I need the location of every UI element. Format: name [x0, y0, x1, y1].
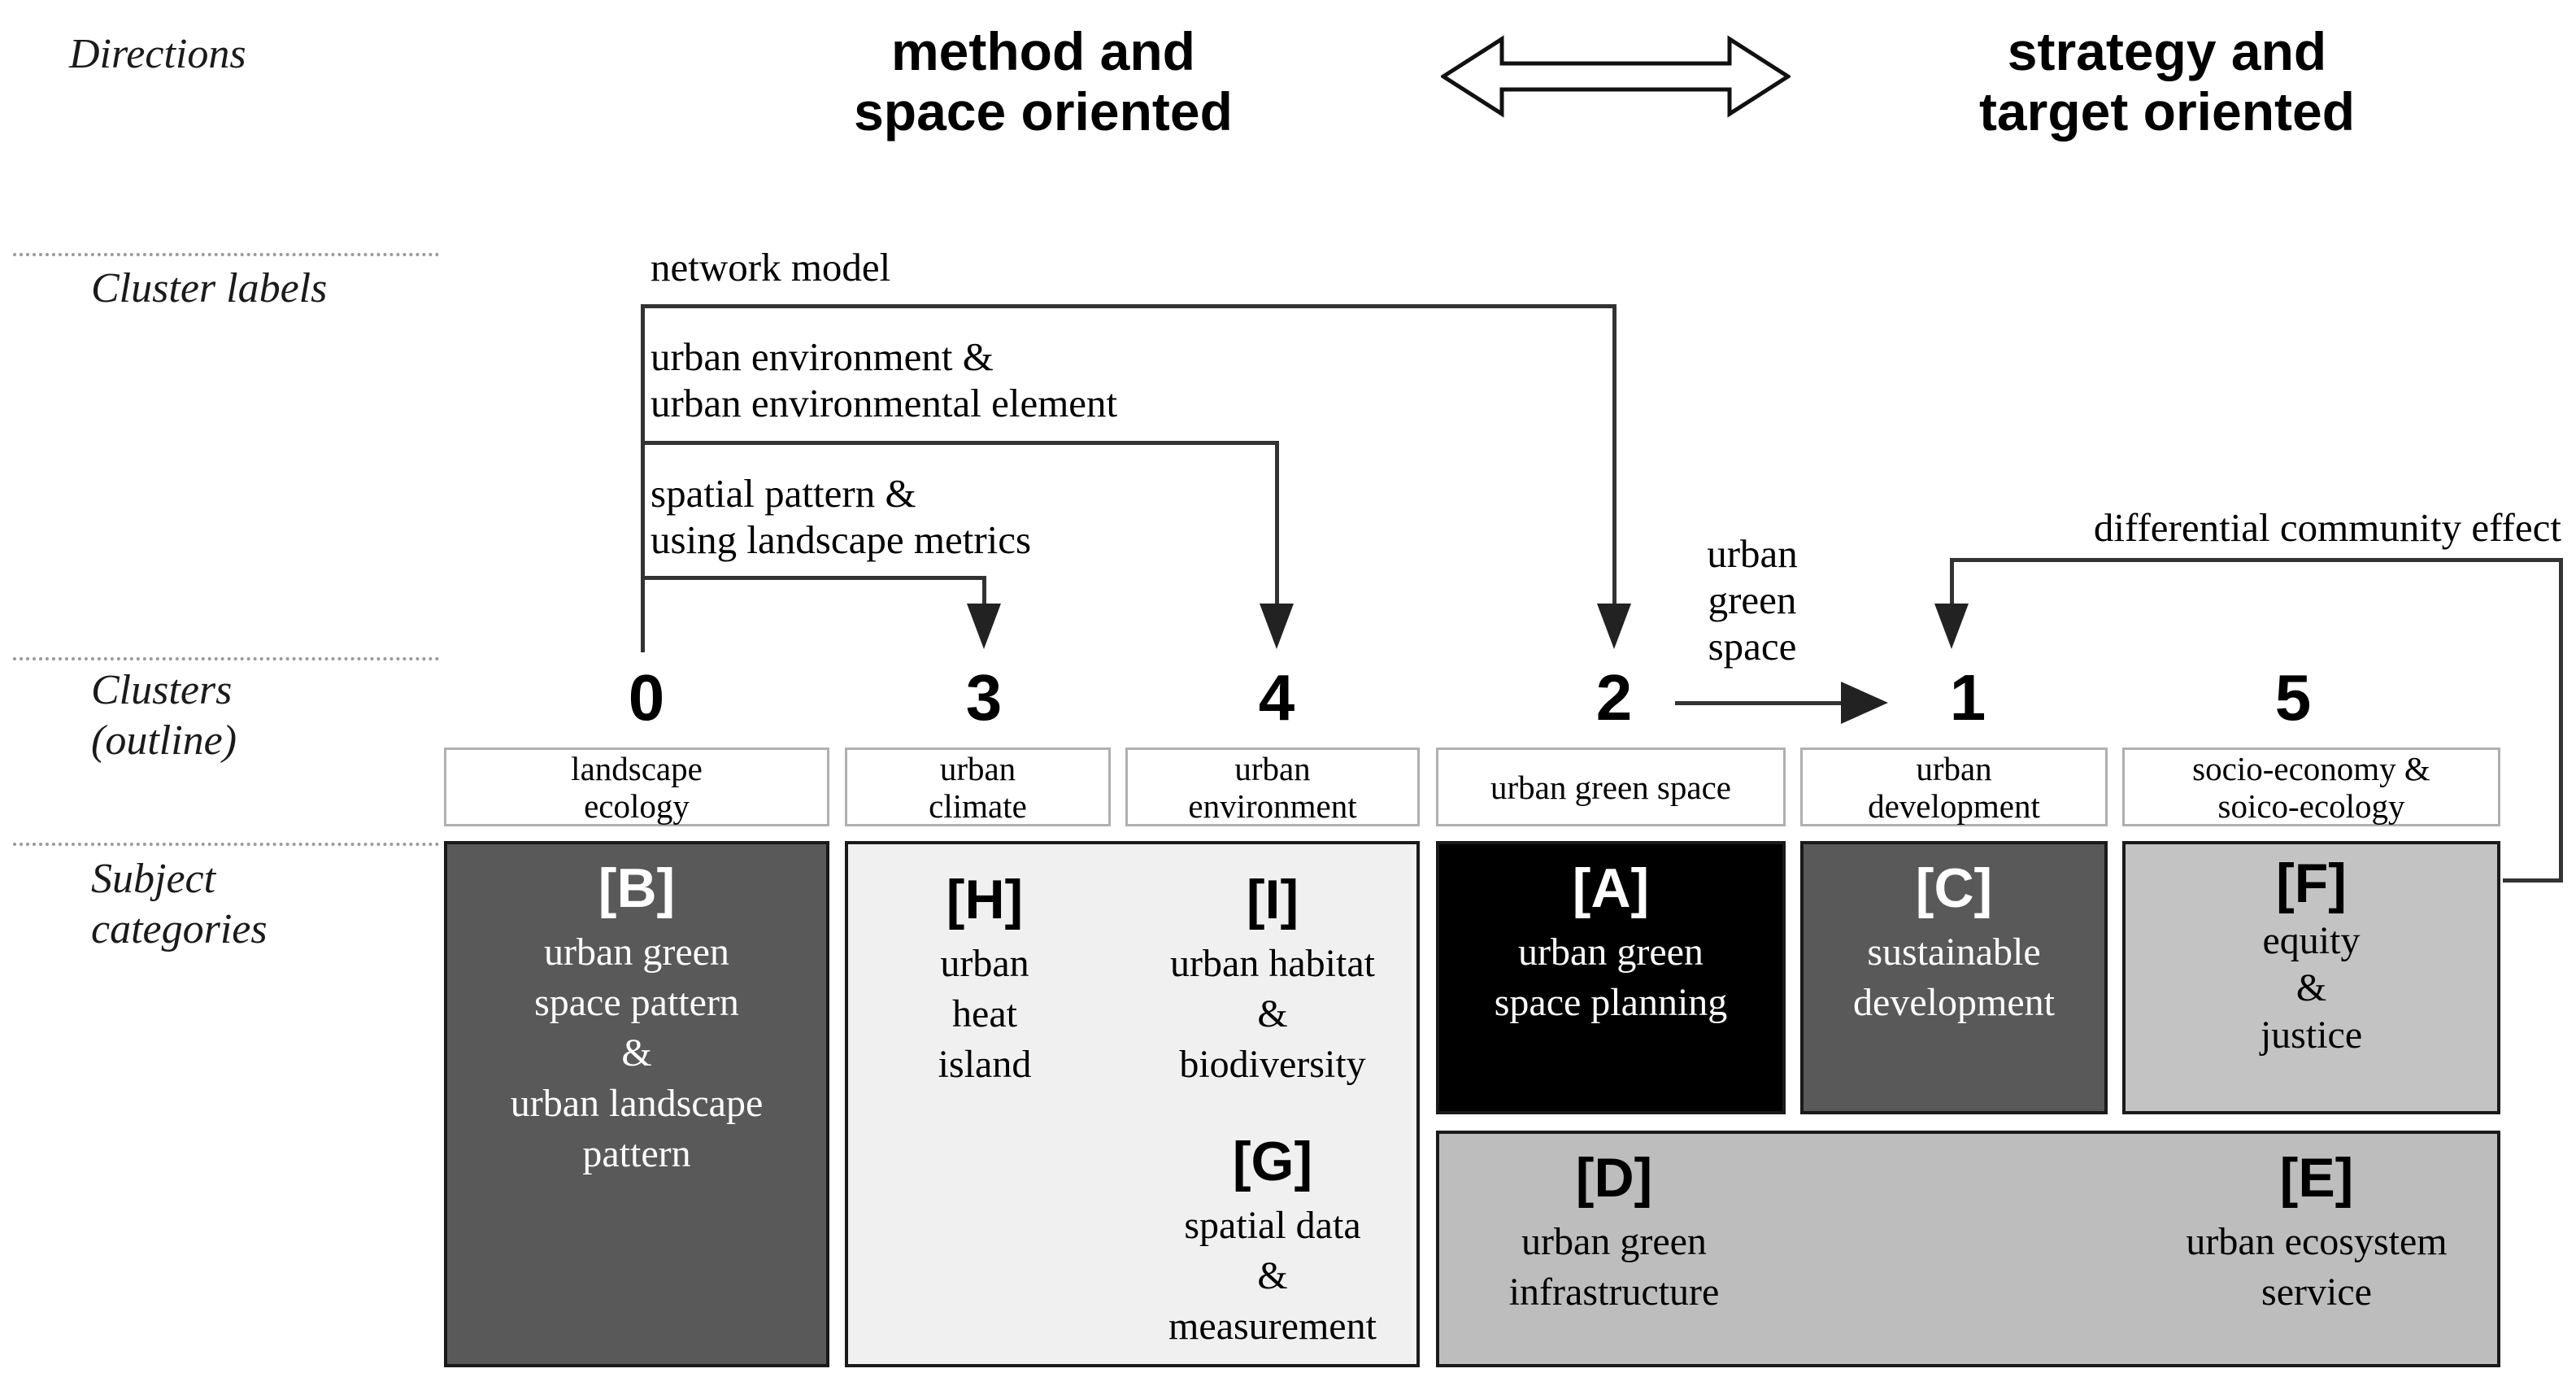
row-label-directions: Directions: [69, 31, 246, 77]
label-differential-community-effect: differential community effect: [2093, 505, 2561, 550]
subject-box-DE-panel: [D] urban green infrastructure [E] urban…: [1436, 1131, 2500, 1367]
subject-tag-D: [D]: [1575, 1147, 1653, 1209]
bracket-differential-vline: [2559, 558, 2563, 882]
dotted-divider-3: [13, 843, 439, 846]
subject-tag-F: [F]: [2276, 852, 2347, 914]
bracket-spatial-pattern-vline: [982, 576, 986, 604]
bracket-differential-hline2: [2503, 878, 2563, 883]
subject-label-E: urban ecosystem service: [2186, 1220, 2448, 1314]
label-urban-green-space: urban green space: [1707, 531, 1798, 669]
bracket-urban-environment-vline: [1275, 441, 1279, 604]
bracket-spine-line: [641, 304, 645, 652]
label-urban-environment: urban environment & urban environmental …: [651, 334, 1118, 425]
arrow-down-cluster3-icon: [967, 604, 1001, 649]
label-spatial-pattern: spatial pattern & using landscape metric…: [651, 471, 1032, 562]
row-label-cluster-labels: Cluster labels: [91, 265, 328, 312]
subject-tag-B: [B]: [598, 857, 676, 919]
bracket-spatial-pattern-hline: [641, 576, 986, 580]
subject-block-I: [I] urban habitat & biodiversity: [1134, 856, 1411, 1090]
dotted-divider-2: [13, 657, 439, 660]
cluster-number-0: 0: [628, 661, 665, 734]
subject-box-B: [B] urban green space pattern & urban la…: [444, 841, 829, 1367]
subject-box-HIG-panel: [H] urban heat island [I] urban habitat …: [845, 841, 1420, 1367]
row-label-clusters-outline: Clusters (outline): [91, 667, 237, 764]
cluster-number-4: 4: [1258, 661, 1295, 734]
subject-block-H: [H] urban heat island: [848, 856, 1121, 1090]
subject-label-B: urban green space pattern & urban landsc…: [510, 931, 764, 1175]
double-headed-arrow-icon: [1441, 35, 1791, 118]
subject-box-A: [A] urban green space planning: [1436, 841, 1786, 1114]
subject-tag-E: [E]: [2279, 1147, 2354, 1209]
label-network-model: network model: [651, 245, 891, 290]
subject-tag-G: [G]: [1232, 1131, 1313, 1192]
subject-block-D: [D] urban green infrastructure: [1472, 1134, 1756, 1318]
row-label-subject-categories: Subject categories: [91, 856, 268, 952]
arrow-right-line: [1675, 701, 1846, 705]
arrow-down-cluster4-icon: [1260, 604, 1294, 649]
subject-tag-C: [C]: [1915, 857, 1993, 919]
cluster-outline-box-1: urban development: [1800, 747, 2108, 826]
subject-label-I: urban habitat & biodiversity: [1170, 942, 1375, 1086]
subject-tag-H: [H]: [946, 869, 1024, 931]
cluster-outline-box-0: landscape ecology: [444, 747, 829, 826]
cluster-outline-box-3: urban climate: [845, 747, 1111, 826]
subject-label-D: urban green infrastructure: [1508, 1220, 1720, 1314]
direction-left-heading: method and space oriented: [854, 21, 1233, 142]
subject-box-C: [C] sustainable development: [1800, 841, 2108, 1114]
cluster-number-1: 1: [1949, 661, 1986, 734]
subject-block-G: [G] spatial data & measurement: [1134, 1118, 1411, 1352]
arrow-down-cluster2-icon: [1597, 604, 1631, 649]
cluster-outline-box-5: socio-economy & soico-ecology: [2122, 747, 2500, 826]
subject-tag-A: [A]: [1572, 857, 1650, 919]
dotted-divider-1: [13, 253, 439, 256]
cluster-number-3: 3: [965, 661, 1003, 734]
bracket-network-model-hline: [641, 304, 1617, 308]
cluster-number-5: 5: [2274, 661, 2312, 734]
subject-box-F: [F] equity & justice: [2122, 841, 2500, 1114]
bracket-differential-drop: [1950, 558, 1954, 604]
direction-right-heading: strategy and target oriented: [1978, 21, 2356, 142]
subject-label-H: urban heat island: [938, 942, 1032, 1086]
arrow-right-cluster1-icon: [1841, 682, 1888, 724]
subject-label-F: equity & justice: [2260, 919, 2363, 1057]
bracket-urban-environment-hline: [641, 441, 1279, 445]
bracket-differential-hline: [1950, 558, 2563, 562]
subject-tag-I: [I]: [1246, 869, 1299, 931]
subject-block-E: [E] urban ecosystem service: [2166, 1134, 2467, 1318]
cluster-number-2: 2: [1595, 661, 1633, 734]
bracket-network-model-vline: [1612, 304, 1617, 604]
subject-label-A: urban green space planning: [1494, 931, 1728, 1024]
cluster-outline-box-2: urban green space: [1436, 747, 1786, 826]
cluster-outline-box-4: urban environment: [1125, 747, 1420, 826]
arrow-down-cluster1-icon: [1934, 604, 1969, 649]
subject-label-C: sustainable development: [1853, 931, 2055, 1024]
subject-label-G: spatial data & measurement: [1168, 1204, 1377, 1348]
